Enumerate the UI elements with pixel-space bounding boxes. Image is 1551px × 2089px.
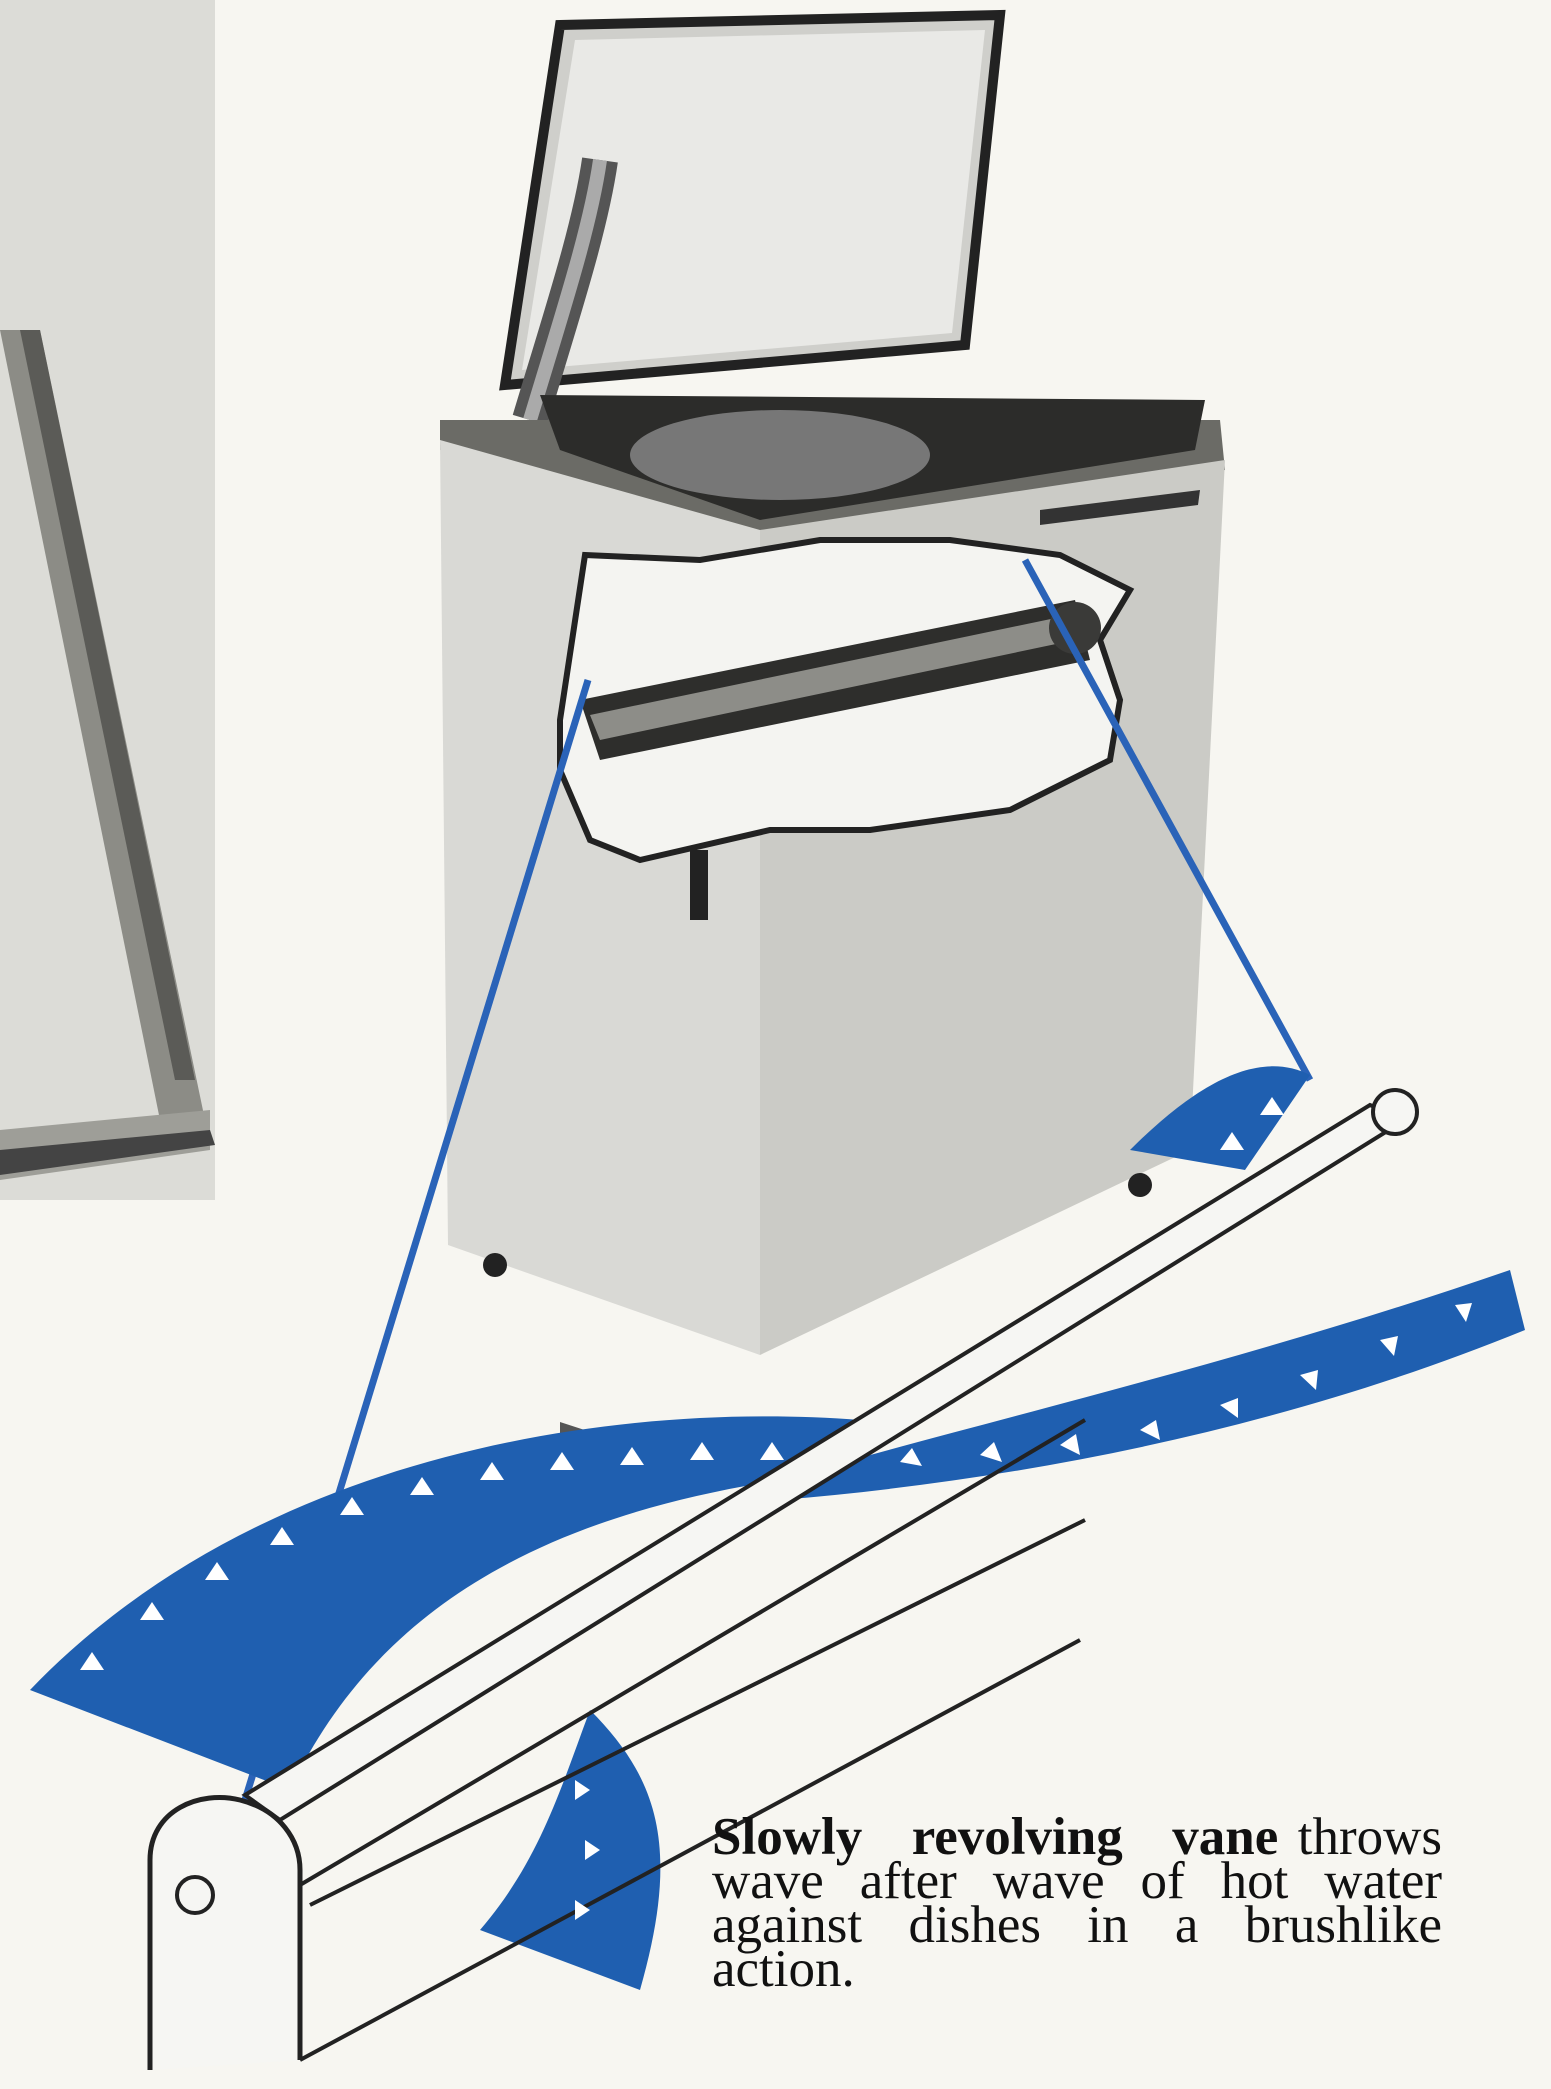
figure-caption: Slowly revolving vane throws wave after … xyxy=(712,1815,1442,1991)
left-appliance-panel xyxy=(0,0,215,1200)
